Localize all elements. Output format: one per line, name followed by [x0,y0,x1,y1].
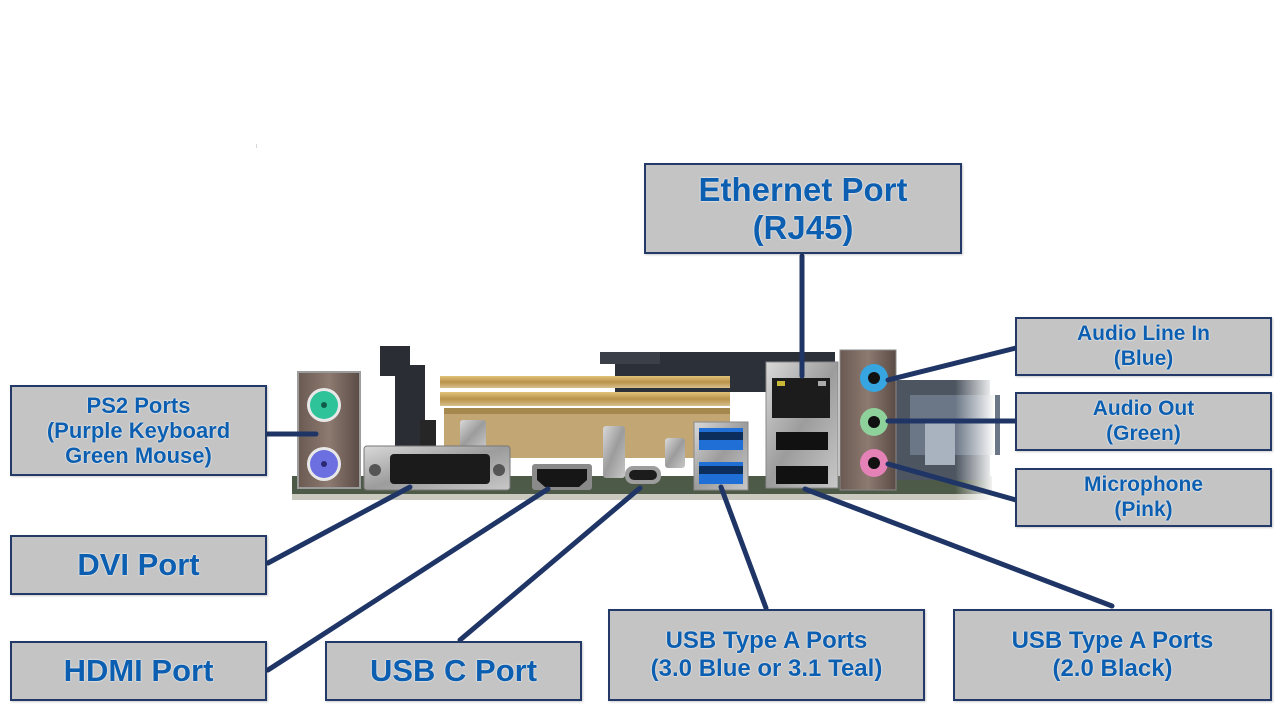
label-line: (Green) [1106,421,1181,445]
label-ps2-ports: PS2 Ports (Purple Keyboard Green Mouse) [10,385,267,476]
label-microphone: Microphone (Pink) [1015,468,1272,527]
label-audio-line-in: Audio Line In (Blue) [1015,317,1272,376]
label-line: (3.0 Blue or 3.1 Teal) [650,655,883,682]
label-line: USB Type A Ports [1011,627,1214,655]
label-line: DVI Port [77,547,200,583]
label-line: (2.0 Black) [1052,655,1173,682]
label-line: (Blue) [1113,346,1174,370]
label-hdmi-port: HDMI Port [10,641,267,701]
label-line: Audio Out [1092,397,1195,421]
hdmi-connector [532,464,592,490]
label-line: PS2 Ports [86,392,191,418]
label-line: HDMI Port [63,653,214,689]
label-line: USB C Port [369,653,538,689]
label-usb-type-a-3: USB Type A Ports (3.0 Blue or 3.1 Teal) [608,609,925,701]
label-line: (Pink) [1114,497,1173,521]
label-dvi-port: DVI Port [10,535,267,595]
label-line: Green Mouse) [65,443,212,469]
label-line: USB Type A Ports [665,627,868,655]
label-ethernet-port: Ethernet Port (RJ45) [644,163,962,254]
label-line: Audio Line In [1077,322,1210,346]
label-audio-out: Audio Out (Green) [1015,392,1272,451]
audio-panel [839,349,897,491]
usb3-stack [693,421,749,491]
dvi-connector [363,445,511,491]
usb-c-connector [625,466,661,484]
rj45-usb2-stack [765,361,839,489]
label-line: Microphone [1084,473,1203,497]
label-usb-c-port: USB C Port [325,641,582,701]
stray-mark [256,144,257,148]
label-line: Ethernet Port [698,170,908,208]
label-line: (RJ45) [752,208,854,246]
ps2-bracket [297,371,361,489]
label-usb-type-a-2: USB Type A Ports (2.0 Black) [953,609,1272,701]
label-line: (Purple Keyboard [46,417,231,443]
